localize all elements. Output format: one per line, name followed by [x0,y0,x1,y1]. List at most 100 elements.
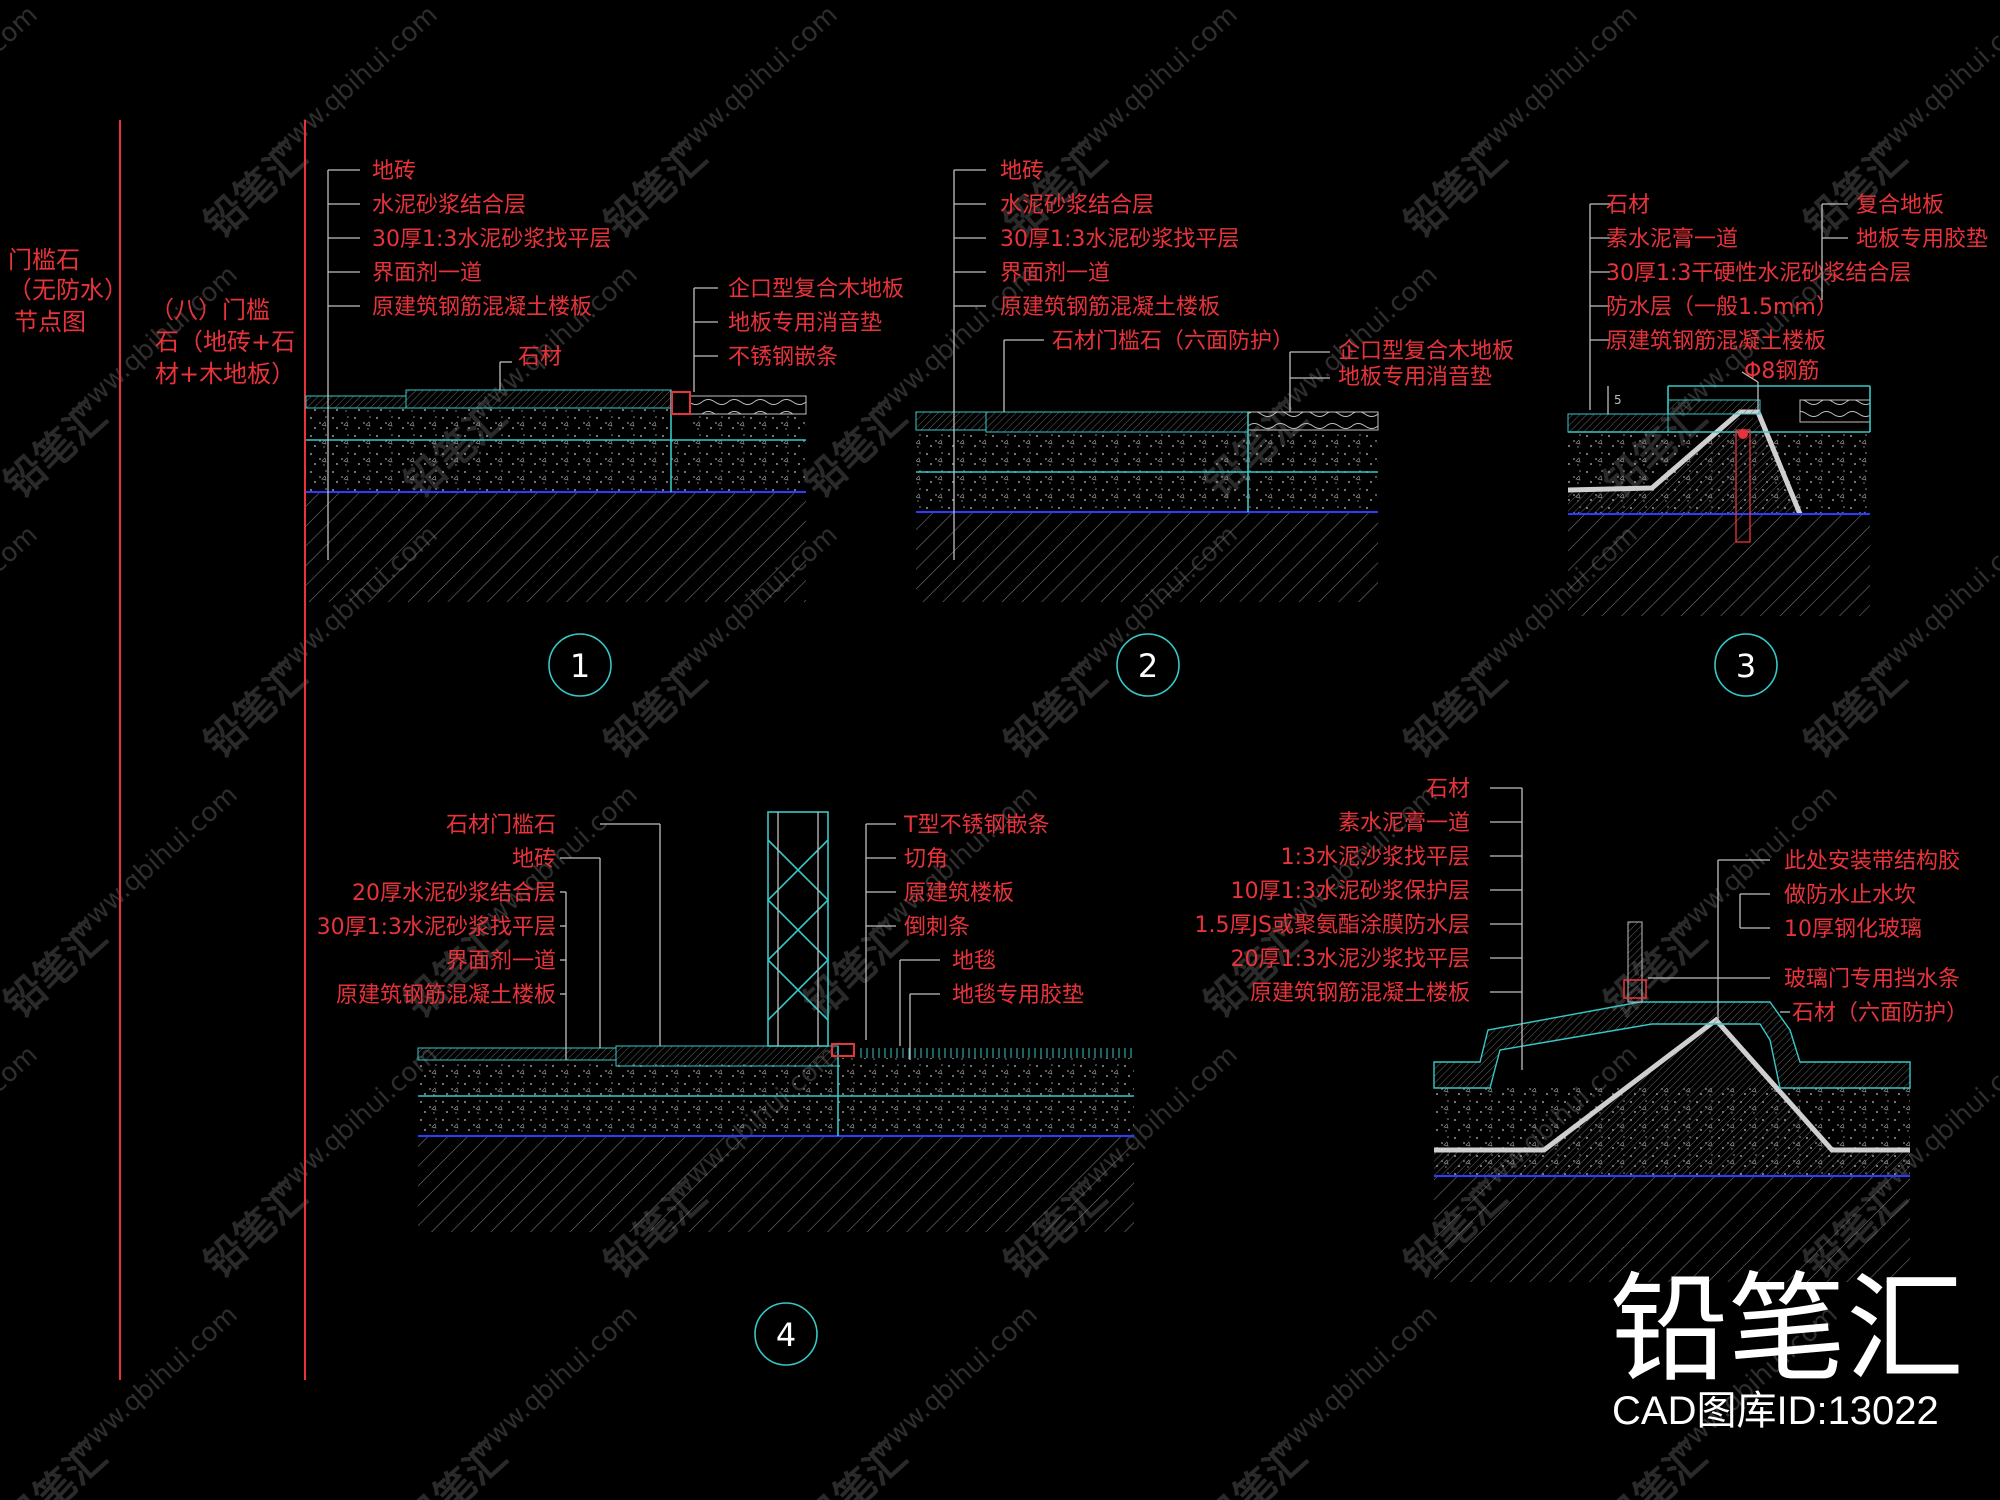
detail-4-carpet [858,1048,1134,1058]
detail-4-label-slab: 原建筑钢筋混凝土楼板 [336,983,556,1008]
detail-1-number: 1 [570,647,590,685]
sub-title-line-3: 材+木地板） [155,360,295,388]
detail-4-wall [766,811,830,1047]
detail-5-water-bar [1623,979,1647,999]
detail-1-label-underlay: 地板专用消音垫 [728,311,882,336]
detail-2-number-circle [1116,633,1180,697]
detail-5: 石材 素水泥膏一道 1:3水泥沙浆找平层 10厚1:3水泥砂浆保护层 1.5厚J… [1195,777,1968,1282]
detail-5-label-stone: 石材 [1426,777,1470,802]
detail-3-number-circle [1714,633,1778,697]
sub-title-line-1: （八）门槛 [150,296,270,324]
detail-4-carpet-pad [838,1058,1134,1096]
main-title-line-3: 节点图 [14,308,86,336]
detail-2-screed [916,472,1378,512]
detail-4-label-screed: 30厚1:3水泥砂浆找平层 [317,915,556,940]
detail-1-steel-strip [671,391,691,415]
detail-1-label-tile: 地砖 [372,159,416,184]
detail-2-label-slab: 原建筑钢筋混凝土楼板 [1000,295,1220,320]
detail-3-label-waterproof: 防水层（一般1.5mm） [1606,295,1838,320]
detail-4: 石材门槛石 地砖 20厚水泥砂浆结合层 30厚1:3水泥砂浆找平层 界面剂一道 … [317,811,1134,1366]
detail-3-dimension: 5 [1614,393,1622,407]
main-title-line-2: （无防水） [8,276,128,304]
detail-5-label-screed: 20厚1:3水泥沙浆找平层 [1231,947,1470,972]
detail-3-slab [1568,514,1870,616]
detail-1-number-circle [548,633,612,697]
detail-1-label-interface-agent: 界面剂一道 [372,261,482,286]
detail-4-label-original-floor: 原建筑楼板 [904,881,1014,906]
detail-4-label-chamfer: 切角 [904,847,948,872]
detail-1-label-stone: 石材 [518,345,562,370]
brand-id: CAD图库ID:13022 [1612,1389,1939,1433]
detail-3-label-stone: 石材 [1606,193,1650,218]
detail-5-label-protective-layer: 10厚1:3水泥砂浆保护层 [1231,879,1470,904]
detail-4-slab [418,1136,1134,1232]
watermark-logo: 铅笔汇 [1796,653,1916,767]
detail-2-slab [916,512,1378,602]
detail-3-stone-left [1567,413,1669,433]
watermark-logo: 铅笔汇 [196,133,316,247]
main-title-line-1: 门槛石 [8,246,80,274]
watermark-logo: 铅笔汇 [1996,393,2000,507]
watermark-logo: 铅笔汇 [196,653,316,767]
watermark-logo: 铅笔汇 [796,913,916,1027]
detail-4-threshold [615,1045,839,1067]
detail-2-label-interface-agent: 界面剂一道 [1000,261,1110,286]
detail-3-label-slab: 原建筑钢筋混凝土楼板 [1606,329,1826,354]
detail-4-number: 4 [776,1316,796,1354]
detail-4-screed [418,1096,1134,1136]
detail-2-threshold [985,411,1249,433]
detail-4-t-strip [831,1043,855,1057]
detail-2-label-tile: 地砖 [1000,159,1044,184]
detail-4-label-t-strip: T型不锈钢嵌条 [903,813,1049,838]
detail-2-number: 2 [1138,647,1158,685]
detail-5-stone [1433,1001,1911,1089]
detail-5-label-stone-protected: 石材（六面防护） [1792,1001,1968,1026]
detail-3-label-floor-pad: 地板专用胶垫 [1856,227,1988,252]
detail-2-label-mortar-bed: 水泥砂浆结合层 [1000,193,1154,218]
watermark-logo: 铅笔汇 [196,1173,316,1287]
detail-4-label-mortar-bed: 20厚水泥砂浆结合层 [352,881,556,906]
detail-4-number-circle [754,1302,818,1366]
detail-2-label-wood-floor: 企口型复合木地板 [1338,339,1514,364]
detail-2-label-screed: 30厚1:3水泥砂浆找平层 [1000,227,1239,252]
detail-5-label-tempered-glass: 10厚钢化玻璃 [1784,917,1922,942]
detail-1-tile [305,395,407,409]
watermark-url: www.qbihui.com [0,520,44,685]
detail-5-label-slab: 原建筑钢筋混凝土楼板 [1250,981,1470,1006]
detail-2: 地砖 水泥砂浆结合层 30厚1:3水泥砂浆找平层 界面剂一道 原建筑钢筋混凝土楼… [915,159,1514,697]
sub-title-line-2: 石（地砖+石 [155,328,295,356]
detail-4-label-interface-agent: 界面剂一道 [446,949,556,974]
detail-5-label-cement-paste: 素水泥膏一道 [1338,811,1470,836]
detail-4-label-carpet: 地毯 [952,949,996,974]
detail-2-label-threshold-stone: 石材门槛石（六面防护） [1052,329,1294,354]
detail-5-ramp [1434,1024,1910,1176]
detail-5-glass [1627,921,1643,1003]
detail-3-rebar [1738,429,1748,439]
detail-5-label-water-stop: 做防水止水坎 [1784,883,1916,908]
detail-1-wood-floor [689,395,807,415]
detail-5-label-water-bar: 玻璃门专用挡水条 [1784,967,1960,992]
detail-5-label-structural-glue: 此处安装带结构胶 [1784,849,1960,874]
watermark-logo: 铅笔汇 [596,653,716,767]
detail-2-label-underlay: 地板专用消音垫 [1338,365,1492,390]
detail-1-stone [405,389,672,409]
detail-4-label-tile: 地砖 [512,847,556,872]
detail-1-slab [306,492,806,602]
detail-1-label-wood-floor: 企口型复合木地板 [728,277,904,302]
detail-1-bed [306,408,671,440]
detail-3-stone-top [1667,399,1761,415]
detail-5-label-waterproof-coating: 1.5厚JS或聚氨酯涂膜防水层 [1195,913,1470,938]
watermark-logo: 铅笔汇 [1996,1433,2000,1500]
watermark-url: www.qbihui.com [0,0,44,165]
detail-1-label-slab: 原建筑钢筋混凝土楼板 [372,295,592,320]
detail-2-tile [915,411,987,431]
detail-5-slab [1434,1176,1910,1282]
brand-logo: 铅笔汇 CAD图库ID:13022 [1610,1260,1964,1433]
sub-title: （八）门槛 石（地砖+石 材+木地板） [150,296,295,388]
detail-1-underlay [690,414,806,440]
detail-1-label-steel-strip: 不锈钢嵌条 [728,345,838,370]
detail-5-label-leveling: 1:3水泥沙浆找平层 [1281,845,1470,870]
detail-1-label-screed: 30厚1:3水泥砂浆找平层 [372,227,611,252]
detail-4-label-threshold-stone: 石材门槛石 [446,813,556,838]
